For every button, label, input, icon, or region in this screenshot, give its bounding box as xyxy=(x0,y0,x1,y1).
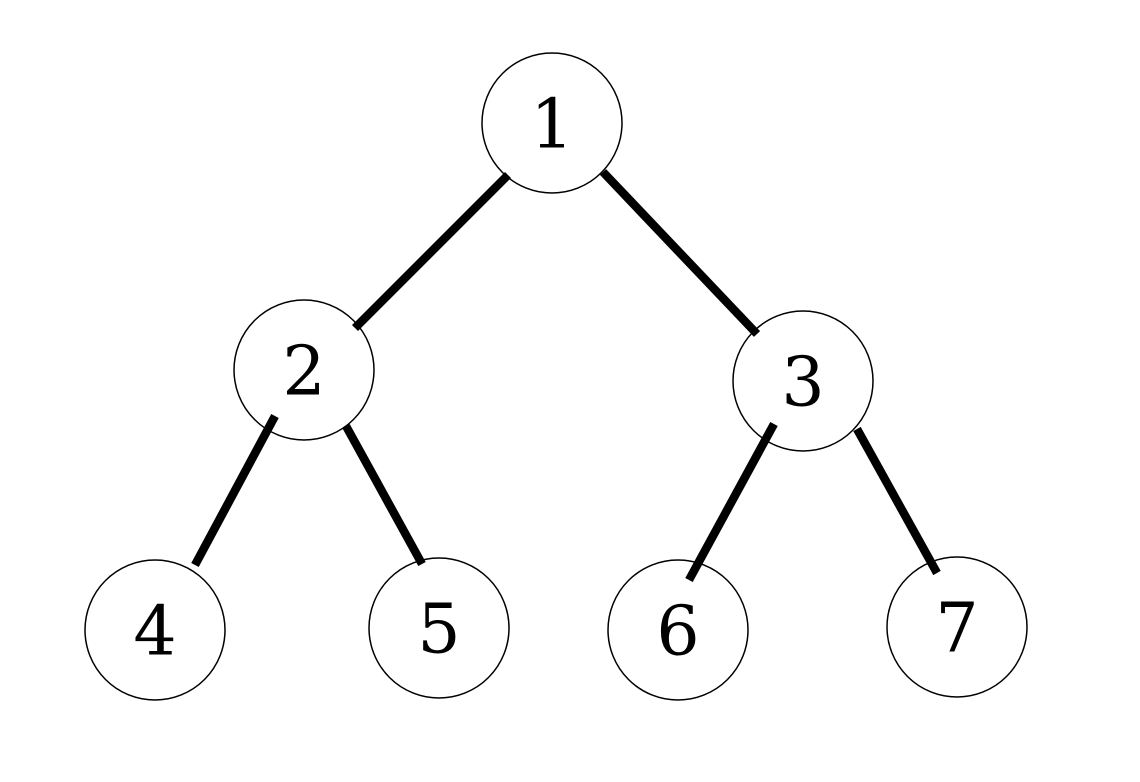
tree-node-label-7: 7 xyxy=(935,589,978,668)
tree-node-label-4: 4 xyxy=(133,592,176,671)
tree-edge-3-7 xyxy=(853,426,941,576)
tree-node-label-2: 2 xyxy=(282,332,325,411)
tree-node-circle-6 xyxy=(607,559,749,701)
tree-edge-2-4 xyxy=(191,413,279,568)
tree-node-circle-5 xyxy=(368,557,510,699)
tree-node-circle-4 xyxy=(84,559,226,701)
tree-edge-2-5 xyxy=(342,423,426,567)
tree-edge-1-2 xyxy=(351,171,512,332)
tree-edge-1-3 xyxy=(599,169,761,337)
tree-node-label-6: 6 xyxy=(656,592,699,671)
tree-node-label-1: 1 xyxy=(530,85,573,164)
tree-edge-3-6 xyxy=(685,421,778,583)
tree-node-label-3: 3 xyxy=(781,343,824,422)
tree-node-circle-7 xyxy=(886,556,1028,698)
tree-node-label-5: 5 xyxy=(417,590,460,669)
tree-node-circle-3 xyxy=(732,310,874,452)
tree-node-circle-2 xyxy=(233,299,375,441)
tree-node-circle-1 xyxy=(481,52,623,194)
